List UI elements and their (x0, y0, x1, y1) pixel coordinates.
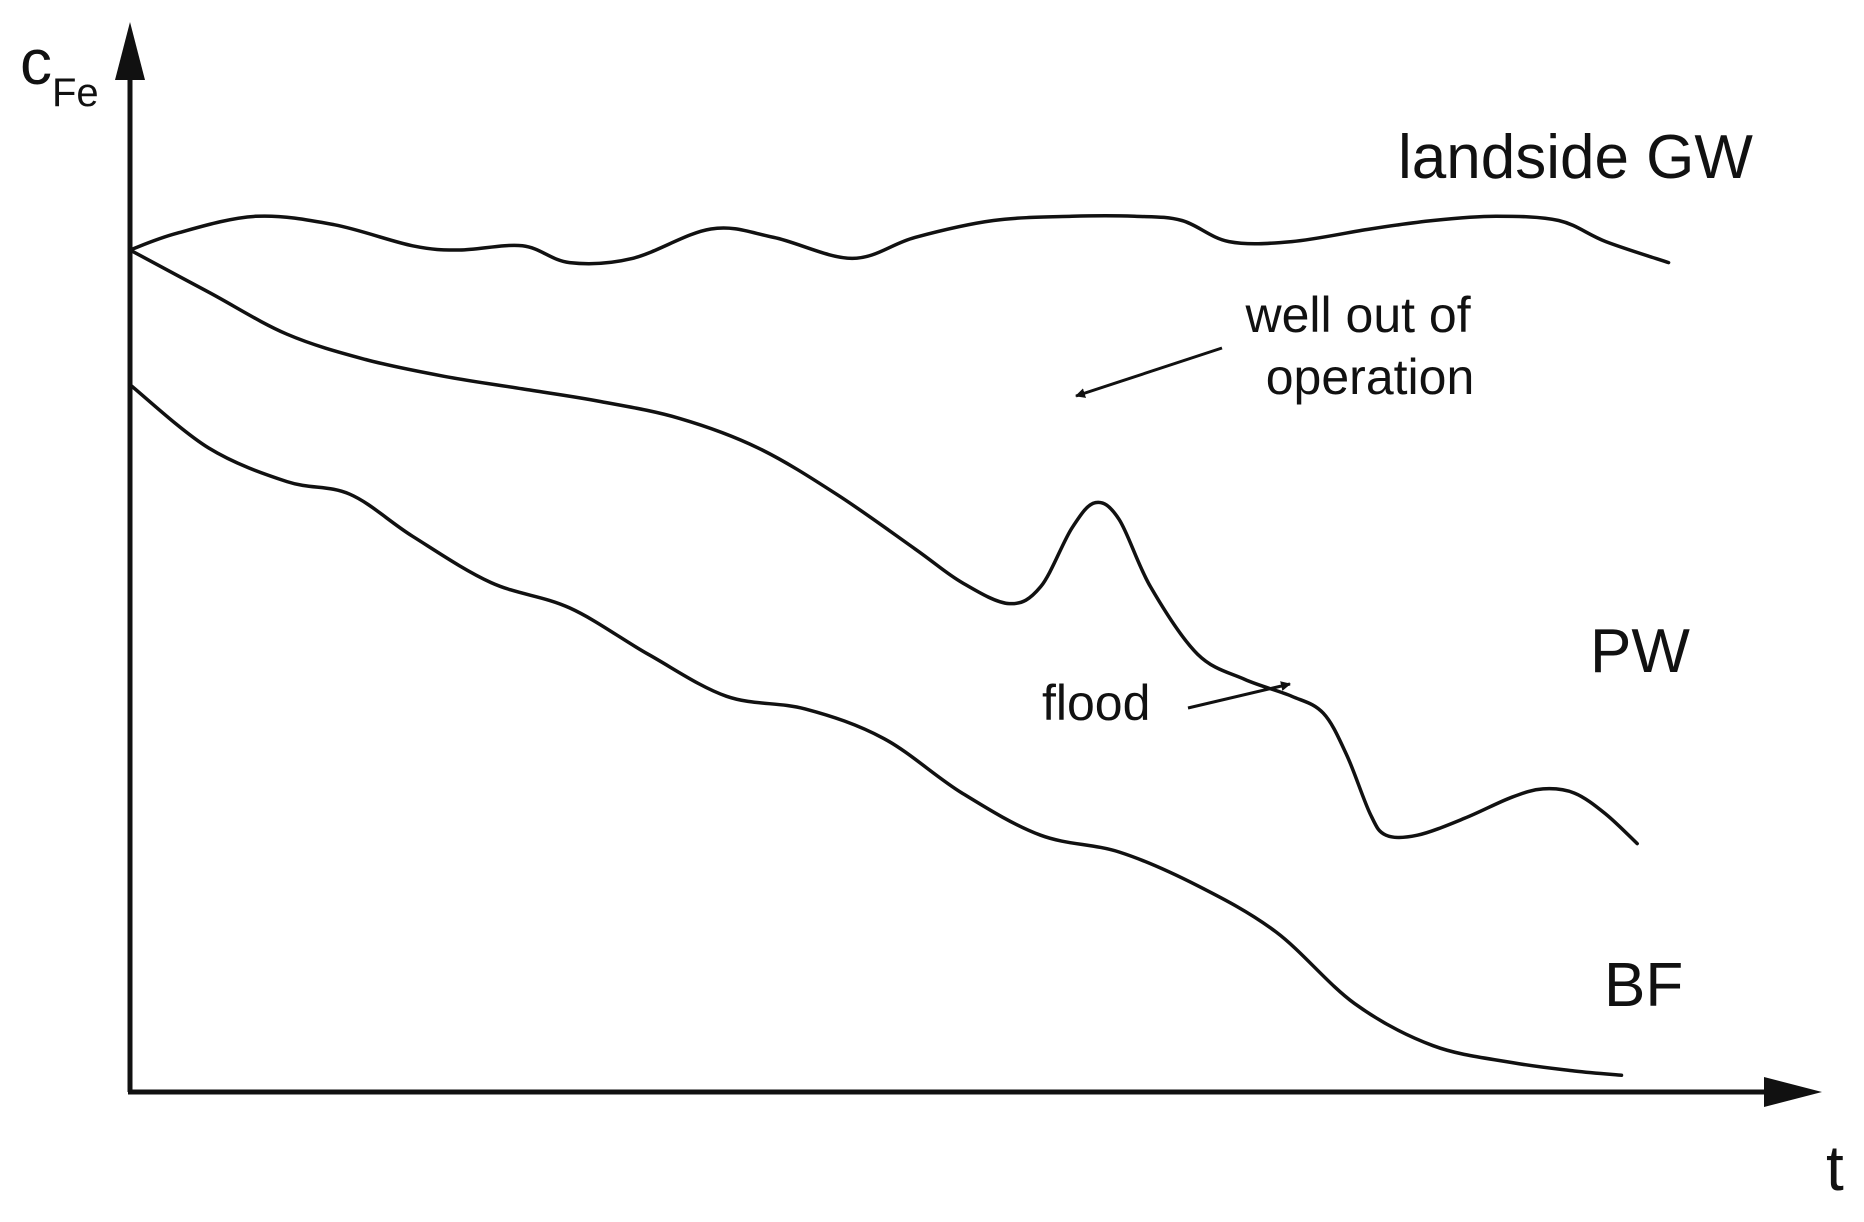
x-axis-arrowhead (1764, 1077, 1822, 1107)
series-line-bf (128, 382, 1624, 1077)
y-axis-label-subscript: Fe (52, 71, 99, 115)
series-line-landside-gw (128, 214, 1671, 266)
annotation-flood: flood (1042, 675, 1150, 731)
series-label-landside-gw: landside GW (1398, 123, 1753, 192)
annotation-arrow-flood (1187, 681, 1291, 710)
series-label-pw: PW (1590, 617, 1690, 686)
y-axis-label-main: c (20, 26, 52, 98)
annotation-well-line-2: operation (1266, 349, 1475, 405)
annotation-well-line-1: well out of (1244, 287, 1470, 343)
annotation-well-out-of-operation: well out of operation (1244, 287, 1484, 405)
x-axis-label: t (1826, 1132, 1844, 1204)
series-line-pw (128, 248, 1639, 846)
annotation-arrow-well-out-of-operation (1075, 346, 1223, 398)
y-axis-arrowhead (115, 22, 145, 80)
series-label-bf: BF (1604, 951, 1683, 1020)
y-axis-label: cFe (20, 26, 99, 115)
